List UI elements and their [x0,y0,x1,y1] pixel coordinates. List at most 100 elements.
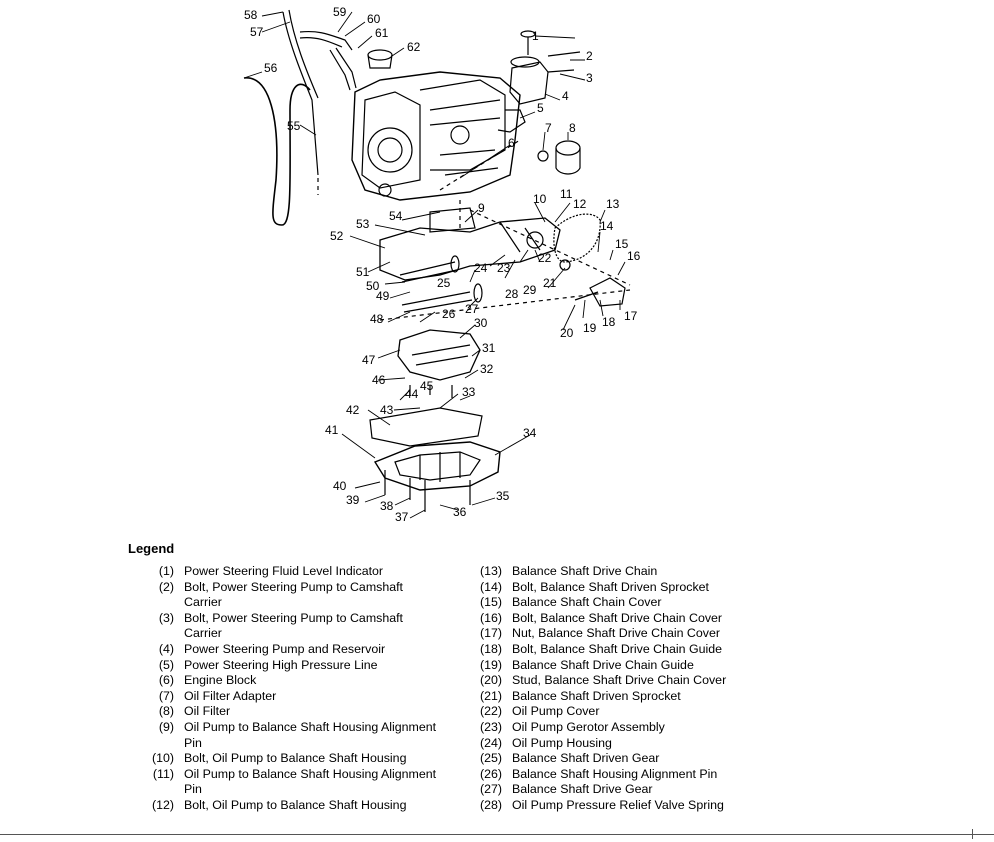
callout-12: 12 [573,197,587,211]
legend-item: (10)Bolt, Oil Pump to Balance Shaft Hous… [144,751,444,767]
callout-61: 61 [375,26,389,40]
callout-39: 39 [346,493,360,507]
legend-item: (5)Power Steering High Pressure Line [144,658,444,674]
legend-item-number: (8) [158,704,174,719]
callout-1: 1 [532,29,539,43]
callout-13: 13 [606,197,620,211]
callout-59: 59 [333,5,347,19]
callout-49: 49 [376,289,390,303]
callout-18: 18 [602,315,616,329]
legend-item-number: (17) [479,626,502,641]
callout-46: 46 [372,373,386,387]
legend-item: (28)Oil Pump Pressure Relief Valve Sprin… [472,798,772,814]
legend-item-number: (2) [158,579,174,594]
legend-item-number: (10) [151,751,174,766]
legend-item-number: (15) [479,595,502,610]
callout-17: 17 [624,309,638,323]
callout-25: 25 [437,276,451,290]
callout-29: 29 [523,283,537,297]
legend-item-number: (16) [479,610,502,625]
legend-item-number: (20) [479,673,502,688]
legend-item-text: Oil Pump Housing [512,735,612,750]
callout-6: 6 [508,136,515,150]
callout-51: 51 [356,265,370,279]
legend-item: (11) Oil Pump to Balance Shaft Housing Al… [144,767,444,798]
legend-item: (1)Power Steering Fluid Level Indicator [144,564,444,580]
callout-48: 48 [370,312,384,326]
callout-42: 42 [346,403,360,417]
legend-item-text: Engine Block [184,673,257,688]
callout-7: 7 [545,121,552,135]
legend-item: (18) Bolt, Balance Shaft Drive Chain Guid… [472,642,772,658]
callout-26: 26 [442,307,456,321]
callout-20: 20 [560,326,574,340]
callout-14: 14 [600,219,614,233]
callout-28: 28 [505,287,519,301]
callout-56: 56 [264,61,278,75]
legend-left-column: (1)Power Steering Fluid Level Indicator(… [144,564,444,814]
diagram-artwork [243,9,631,519]
legend-item: (22)Oil Pump Cover [472,704,772,720]
callout-10: 10 [533,192,547,206]
callout-36: 36 [453,505,467,519]
legend-item: (2)Bolt, Power Steering Pump to Camshaft… [144,580,444,611]
callout-23: 23 [497,261,511,275]
callout-3: 3 [586,71,593,85]
legend-item-number: (24) [479,735,502,750]
legend-item: (26) Balance Shaft Housing Alignment Pin [472,767,772,783]
legend-item-text: Oil Filter [184,704,231,719]
callout-32: 32 [480,362,494,376]
callout-43: 43 [380,403,394,417]
legend-item-number: (1) [158,564,174,578]
legend-item: (24) Oil Pump Housing [472,736,772,752]
legend-item: (15) Balance Shaft Chain Cover [472,595,772,611]
legend-item-number: (19) [479,657,502,672]
legend-item-number: (23) [479,719,502,734]
legend-item-number: (11) [152,766,174,781]
legend-item-text: Oil Pump Gerotor Assembly [512,719,665,734]
legend-item: (4)Power Steering Pump and Reservoir [144,642,444,658]
legend-item-number: (18) [479,641,502,656]
legend-item-text: Balance Shaft Drive Chain [512,564,658,578]
callout-19: 19 [583,321,597,335]
legend-item-number: (9) [158,719,174,734]
legend-item-text: Bolt, Balance Shaft Drive Chain Guide [512,641,723,656]
callout-53: 53 [356,217,370,231]
callout-50: 50 [366,279,380,293]
callout-15: 15 [615,237,629,251]
legend-item-text: Balance Shaft Housing Alignment Pin [512,766,718,781]
legend-item: (16)Bolt, Balance Shaft Drive Chain Cove… [472,611,772,627]
legend-item-text: Oil Pump to Balance Shaft Housing Alignm… [184,766,437,797]
legend-item: (20)Stud, Balance Shaft Drive Chain Cove… [472,673,772,689]
legend-item-number: (6) [158,673,174,688]
legend-item-text: Power Steering High Pressure Line [184,657,378,672]
legend-item-number: (4) [158,641,174,656]
legend-item: (25)Balance Shaft Driven Gear [472,751,772,767]
callout-47: 47 [362,353,376,367]
legend-item-number: (27) [479,782,502,797]
legend-item: (23) Oil Pump Gerotor Assembly [472,720,772,736]
legend-item-text: Balance Shaft Driven Sprocket [512,688,681,703]
callout-24: 24 [474,261,488,275]
callout-45: 45 [420,379,434,393]
legend-item-number: (26) [479,766,502,781]
legend-title: Legend [128,541,175,556]
legend-item-number: (3) [158,610,174,625]
legend-item: (9) Oil Pump to Balance Shaft Housing Ali… [144,720,444,751]
legend-item: (27) Balance Shaft Drive Gear [472,782,772,798]
legend-item-text: Balance Shaft Drive Chain Guide [512,657,694,672]
callout-41: 41 [325,423,339,437]
legend-item-number: (12) [151,797,174,812]
legend-item-text: Balance Shaft Drive Gear [512,782,653,797]
legend-item-text: Oil Pump to Balance Shaft Housing Alignm… [184,719,437,750]
legend-item-number: (25) [479,751,502,766]
legend-item: (13)Balance Shaft Drive Chain [472,564,772,580]
legend-item: (17)Nut, Balance Shaft Drive Chain Cover [472,626,772,642]
callout-54: 54 [389,209,403,223]
callout-4: 4 [562,89,569,103]
legend-item: (3)Bolt, Power Steering Pump to Camshaft… [144,611,444,642]
legend-item-text: Balance Shaft Chain Cover [512,595,662,610]
legend-item: (8) Oil Filter [144,704,444,720]
callout-2: 2 [586,49,593,63]
legend-item: (7)Oil Filter Adapter [144,689,444,705]
